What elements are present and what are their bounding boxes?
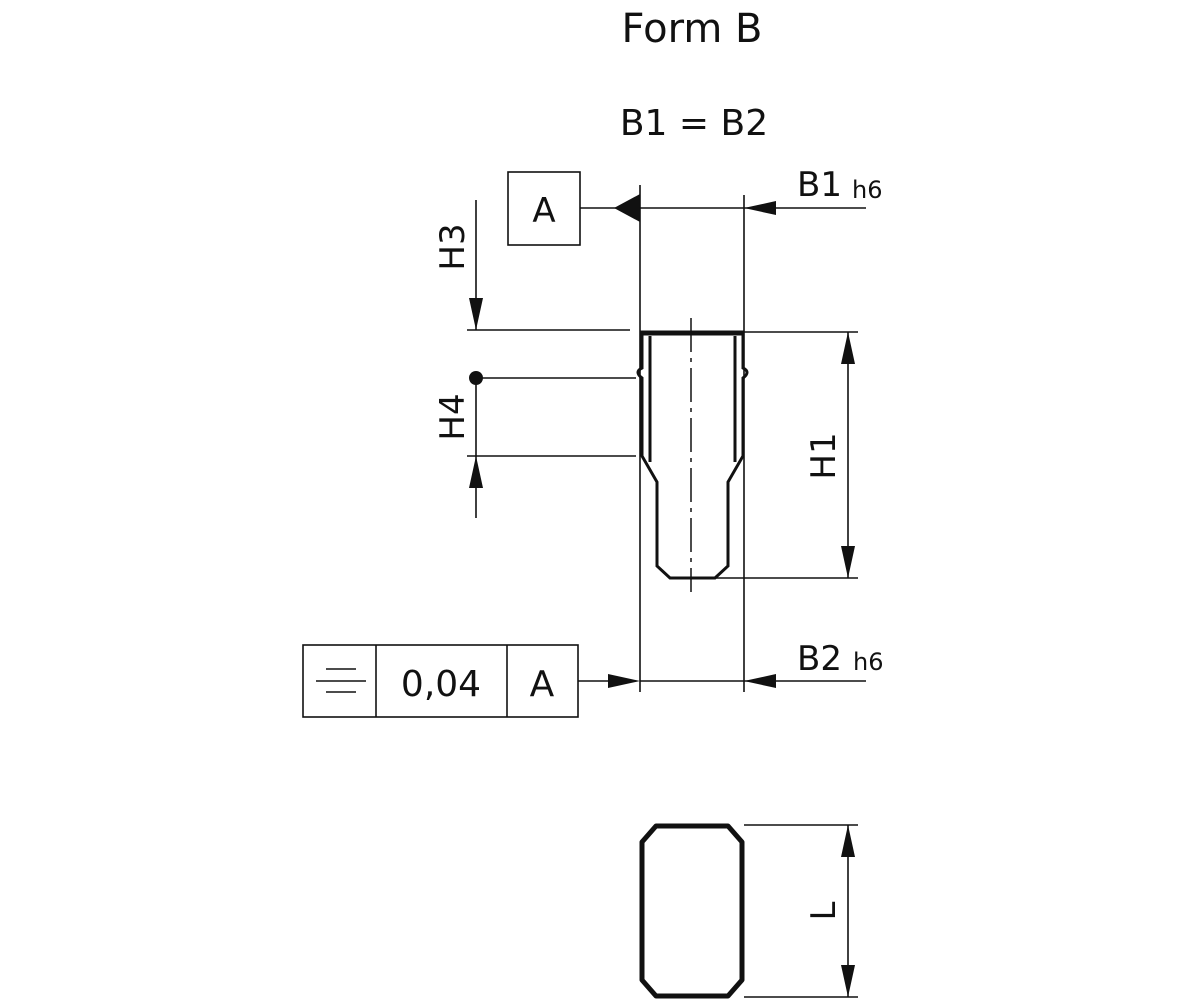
dimension-b1: B1 h6 [640, 165, 882, 215]
part-side-view [636, 318, 749, 592]
b2-tolerance: h6 [853, 648, 883, 676]
datum-triangle-icon [614, 194, 640, 222]
part-end-view [639, 823, 745, 999]
l-label: L [804, 901, 844, 920]
b1-label: B1 [797, 165, 842, 205]
datum-a-symbol: A [507, 171, 640, 246]
dimension-l: L [744, 824, 858, 998]
symmetry-icon [316, 668, 366, 693]
dimension-h1: H1 [715, 331, 858, 579]
datum-letter: A [532, 191, 555, 231]
h4-label: H4 [433, 393, 473, 440]
condition-label: B1 = B2 [620, 103, 768, 144]
b1-tolerance: h6 [852, 176, 882, 204]
tolerance-frame: 0,04 A [302, 644, 640, 718]
dimension-b2: B2 h6 [640, 639, 883, 688]
h1-label: H1 [804, 432, 844, 479]
dimension-h4: H4 [433, 371, 483, 518]
tolerance-datum: A [530, 664, 555, 705]
drawing-title: Form B [622, 6, 763, 52]
dimension-h3: H3 [433, 200, 483, 330]
tolerance-value: 0,04 [401, 664, 481, 705]
h3-label: H3 [433, 223, 473, 270]
b2-label: B2 [797, 639, 842, 679]
